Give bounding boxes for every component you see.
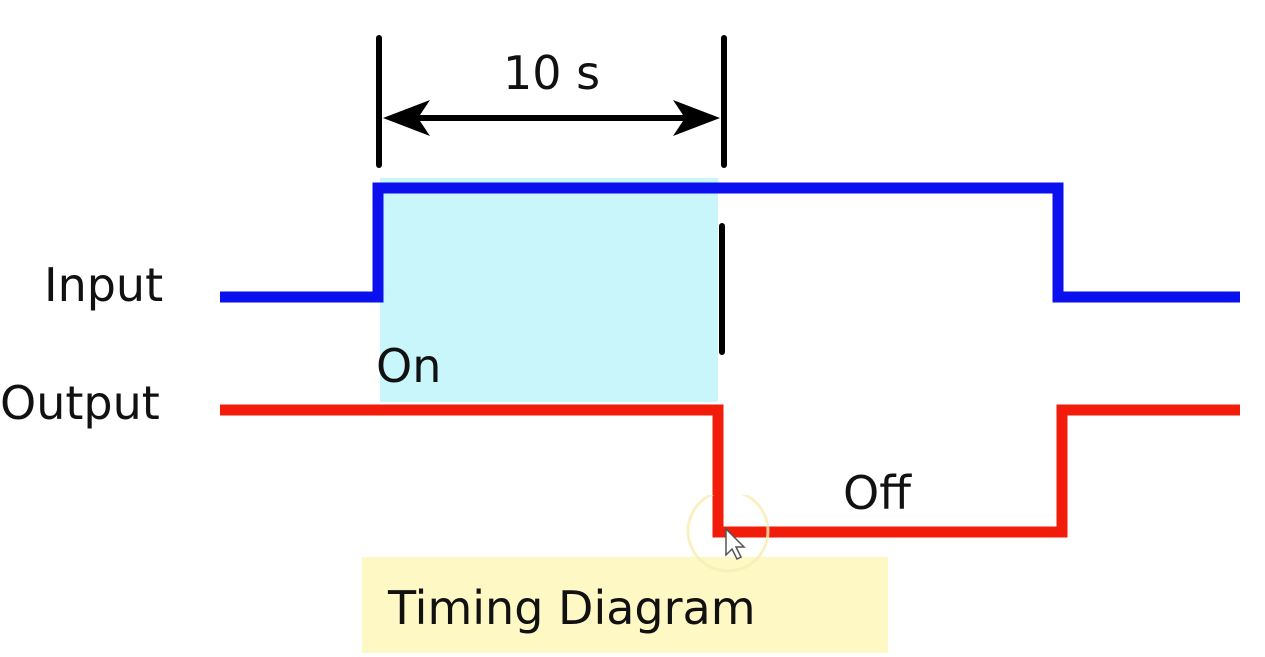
duration-label: 10 s bbox=[503, 46, 601, 100]
delay-highlight-region bbox=[380, 178, 718, 402]
diagram-caption: Timing Diagram bbox=[388, 581, 756, 635]
output-signal-label: Output bbox=[0, 376, 160, 430]
mouse-cursor-icon bbox=[686, 495, 770, 573]
input-signal-waveform bbox=[220, 182, 1240, 303]
on-state-label: On bbox=[376, 339, 442, 393]
caption-box: Timing Diagram bbox=[362, 557, 888, 653]
duration-arrow-icon bbox=[383, 100, 720, 136]
off-state-label: Off bbox=[843, 466, 911, 520]
input-signal-label: Input bbox=[44, 258, 164, 312]
output-signal-waveform bbox=[220, 404, 1240, 538]
